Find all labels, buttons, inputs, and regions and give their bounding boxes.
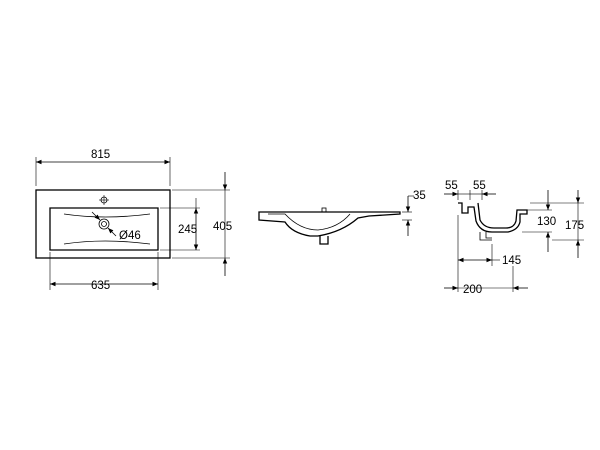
tap-hole-marker xyxy=(99,195,109,205)
bowl-depth-label: 245 xyxy=(178,224,197,236)
section-profile xyxy=(458,202,528,233)
side-profile xyxy=(258,211,401,237)
drain-icon xyxy=(91,211,117,237)
dim-rim-height: 35 xyxy=(402,190,426,236)
bowl-outline xyxy=(49,207,159,251)
section-view: 55 55 130 175 145 xyxy=(444,180,584,296)
drain-position-label: 200 xyxy=(463,284,482,296)
bowl-depth-inner-label: 130 xyxy=(537,216,556,228)
bowl-width-label: 635 xyxy=(91,280,110,292)
overall-depth-label: 405 xyxy=(213,221,232,233)
tap-hole-label: Ø46 xyxy=(119,230,141,242)
dim-bowl-depth: 245 xyxy=(160,198,200,251)
dim-overall-depth: 405 xyxy=(172,172,232,276)
rear-offset-label-2: 55 xyxy=(473,180,486,192)
dim-bowl-width: 635 xyxy=(49,252,159,292)
side-tap-boss xyxy=(321,207,327,213)
overall-height-label: 175 xyxy=(565,220,584,232)
bowl-contour-bottom xyxy=(63,240,151,245)
dim-bowl-depth-inner: 130 xyxy=(522,190,556,252)
bowl-contour-top xyxy=(63,213,151,218)
dim-overall-width: 815 xyxy=(35,149,171,186)
side-bowl-line xyxy=(268,213,351,231)
side-drain xyxy=(319,236,329,245)
dim-overall-height: 175 xyxy=(530,190,584,258)
drain-offset-label: 145 xyxy=(502,255,521,267)
dim-rear-offsets: 55 55 xyxy=(444,180,496,200)
section-drain-pipe xyxy=(479,232,492,241)
dim-drain-position: 200 xyxy=(444,284,528,296)
section-drain-inner xyxy=(485,232,492,239)
rear-offset-label-1: 55 xyxy=(445,180,458,192)
dim-drain-offset: 145 xyxy=(458,255,521,267)
top-view: Ø46 815 635 245 xyxy=(35,149,232,292)
side-view: 35 xyxy=(258,190,426,245)
rim-height-label: 35 xyxy=(413,190,426,202)
overall-width-label: 815 xyxy=(91,149,110,161)
basin-outline xyxy=(35,189,171,259)
